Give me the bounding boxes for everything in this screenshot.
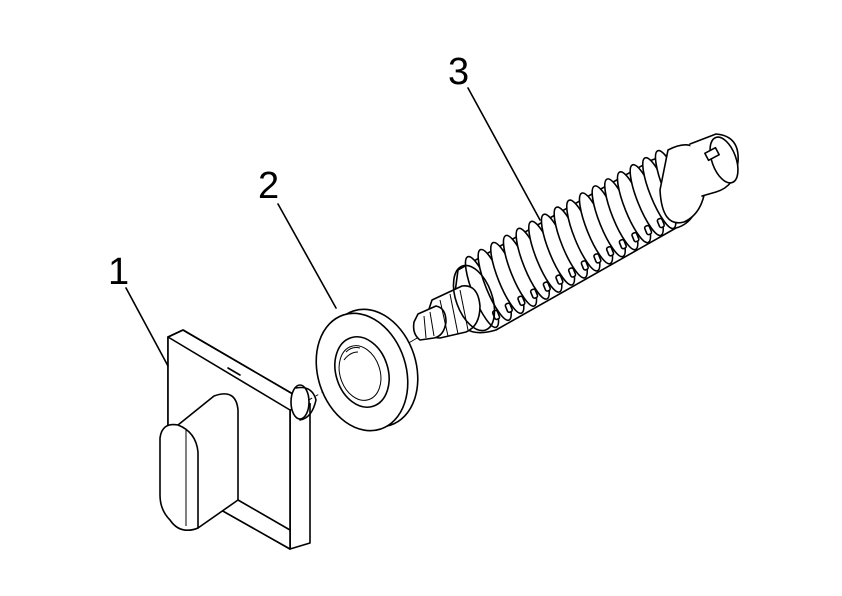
part-2-rosette-ring — [315, 308, 419, 432]
callout-3: 3 — [448, 51, 469, 93]
coil-slot — [529, 288, 539, 299]
coil-slot — [656, 217, 665, 229]
coil-slot — [580, 260, 589, 271]
coil-slot — [631, 231, 640, 243]
coil-slot — [593, 253, 602, 264]
part-3-spring-cartridge — [412, 133, 739, 341]
coil-slot — [567, 267, 577, 278]
coil-slot — [605, 245, 615, 257]
leader-line-3 — [467, 87, 541, 221]
coil-slot — [504, 302, 513, 314]
callout-1: 1 — [108, 251, 129, 293]
coil-slot — [517, 295, 526, 307]
leader-line-1 — [125, 287, 169, 367]
part-1-handle-plate — [159, 329, 317, 550]
coil-slot — [542, 281, 551, 292]
coil-slot — [643, 224, 653, 236]
leader-line-2 — [277, 203, 337, 309]
callout-2: 2 — [258, 165, 279, 207]
coil-slot — [618, 238, 627, 250]
coil-slot — [555, 274, 564, 285]
